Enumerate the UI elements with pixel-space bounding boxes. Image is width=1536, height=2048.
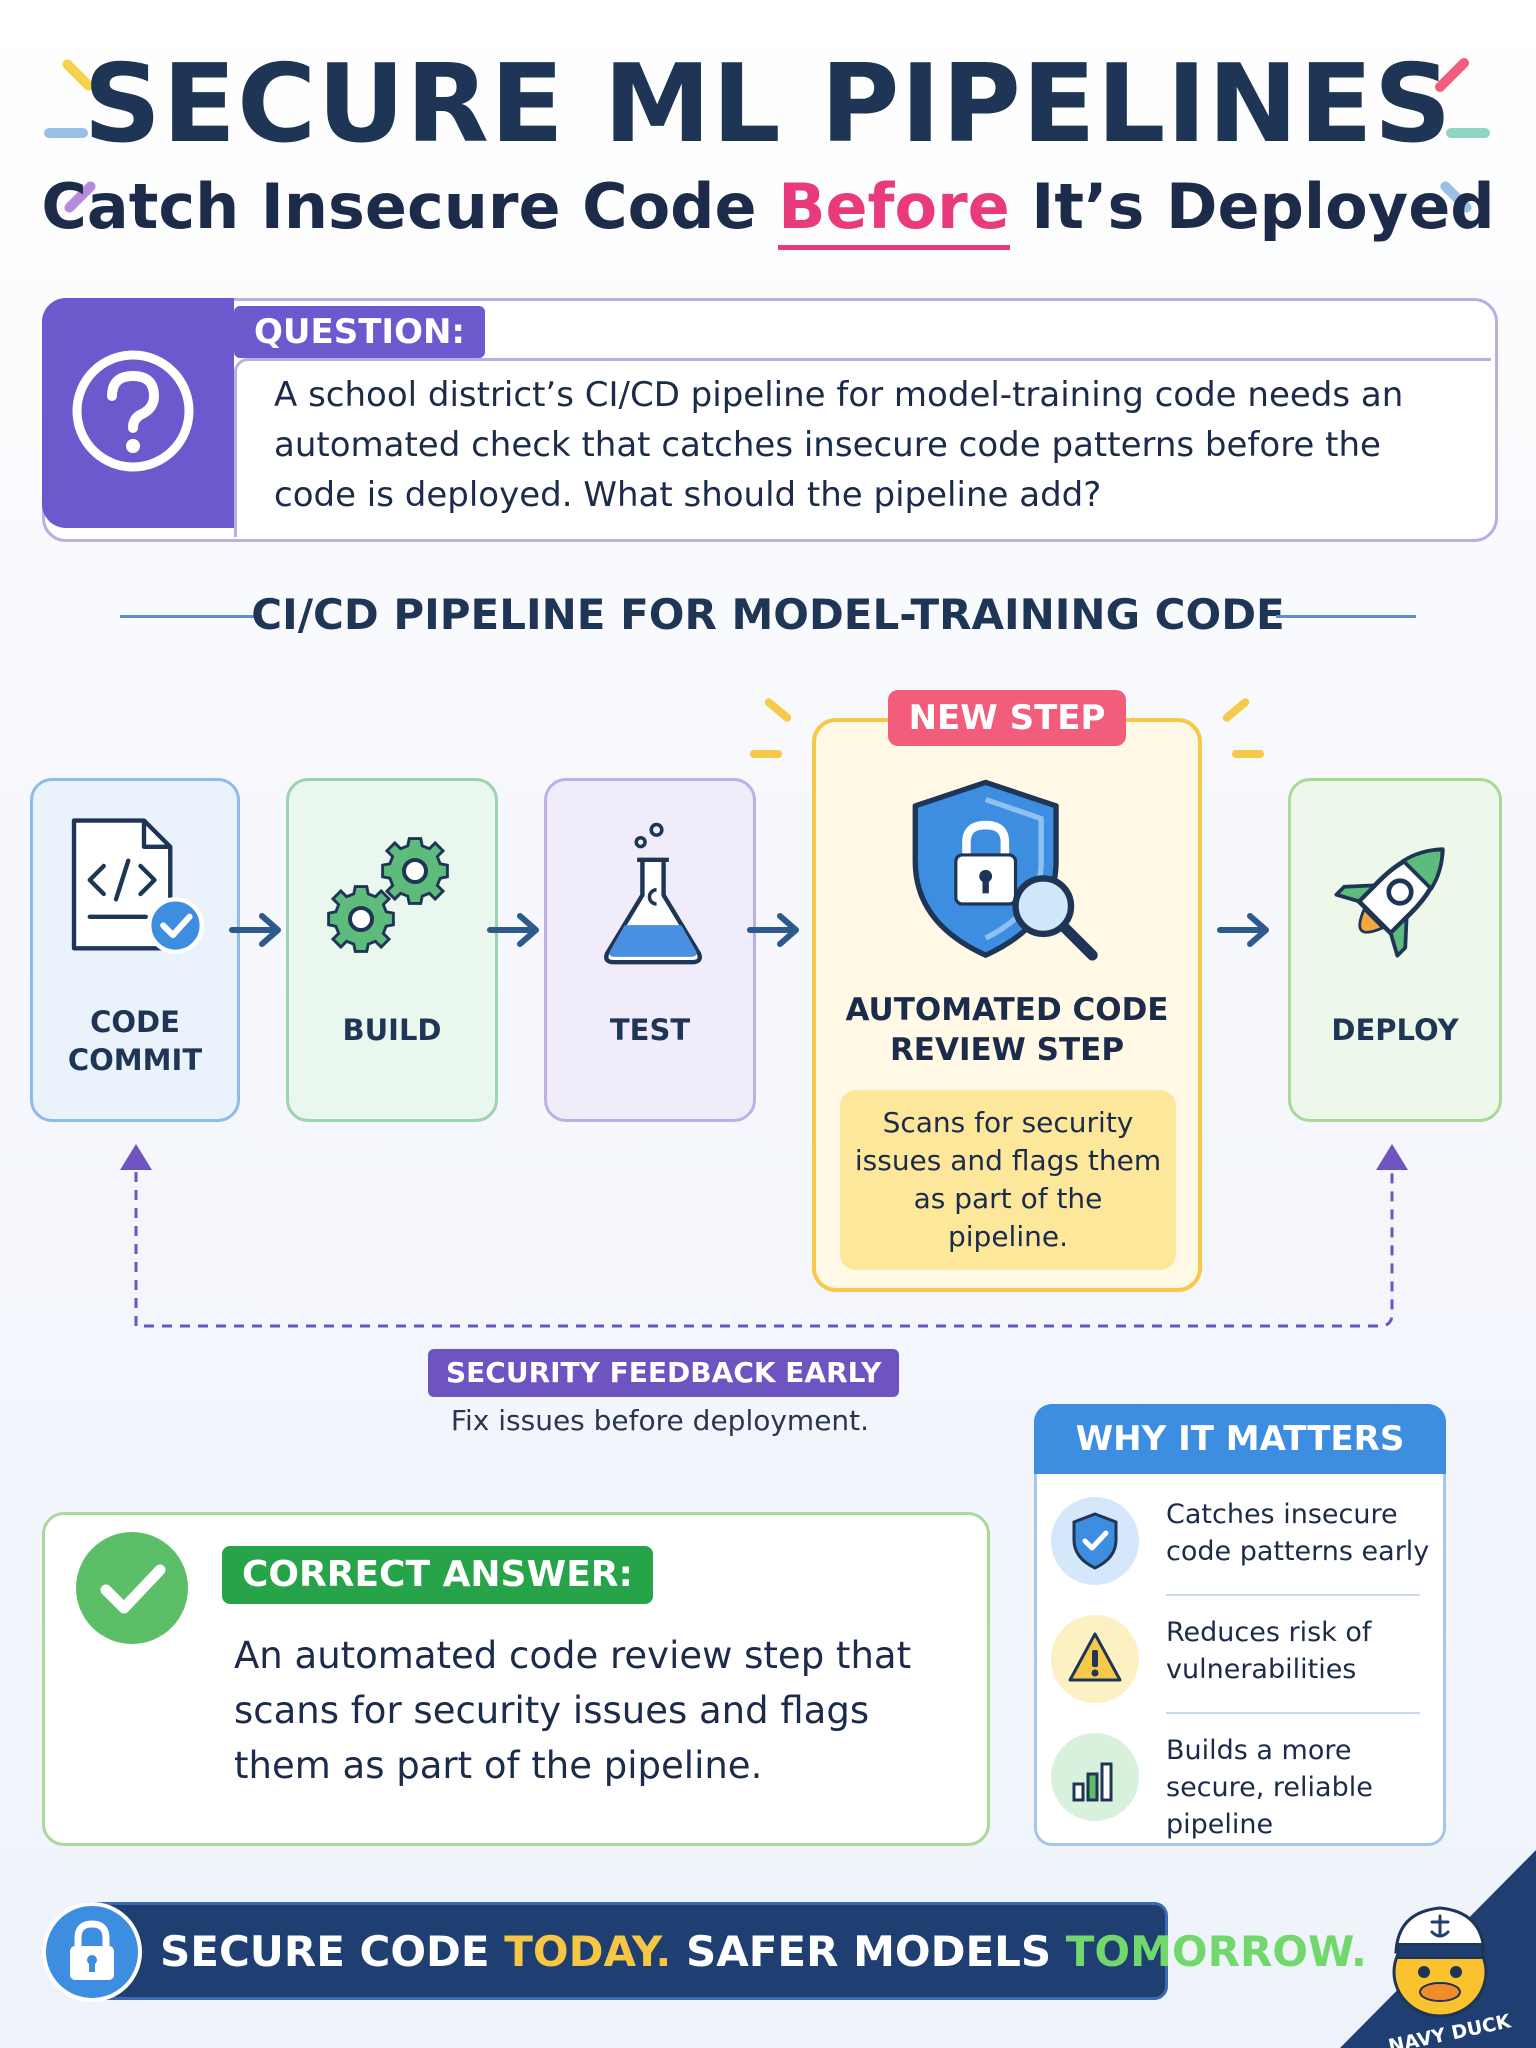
decor-dash [1446,128,1490,138]
question-inner-border [234,358,1491,537]
rocket-icon [1334,847,1445,958]
subtitle-part: It’s Deployed [1009,170,1495,243]
correct-answer-label: CORRECT ANSWER: [222,1546,653,1604]
stage-test: TEST [544,778,756,1122]
correct-answer-text: An automated code review step that scans… [234,1634,912,1787]
banner-part: SECURE CODE [160,1927,505,1976]
feedback-badge: SECURITY FEEDBACK EARLY [428,1349,900,1397]
why-item: Builds a more secure, reliable pipeline [1048,1718,1428,1840]
review-description-box [840,1090,1176,1270]
subtitle-part: Catch Insecure Code [41,170,779,243]
navy-duck-mascot: NAVY DUCK [1340,1850,1536,2048]
banner-highlight-today: TODAY. [504,1927,672,1976]
why-item-text: Builds a more secure, reliable pipeline [1166,1735,1373,1840]
flow-arrow [746,908,806,952]
banner-text: SECURE CODE TODAY. SAFER MODELS TOMORROW… [160,1926,1367,1978]
stage-code-commit: CODE COMMIT [30,778,240,1122]
sparkle-dash [763,696,793,724]
sparkle-dash [1232,750,1264,758]
banner-highlight-tomorrow: TOMORROW. [1065,1927,1367,1976]
stage-label: AUTOMATED CODE REVIEW STEP [845,992,1169,1068]
feedback-loop [120,1144,1408,1328]
bar-chart-icon [1051,1733,1139,1821]
sparkle-dash [1221,696,1251,724]
footer-banner [44,1902,1168,2000]
why-it-matters-heading: WHY IT MATTERS [1034,1404,1446,1474]
page-subtitle: Catch Insecure Code Before It’s Deployed [0,170,1536,250]
why-item-text: Reduces risk of vulnerabilities [1166,1617,1372,1685]
subtitle-highlight: Before [778,170,1010,250]
question-mark-icon [72,350,194,472]
flask-icon [604,822,702,965]
why-item: Reduces risk of vulnerabilities [1048,1600,1428,1710]
stage-build: BUILD [286,778,498,1122]
banner-part: SAFER MODELS [671,1927,1066,1976]
shield-lock-search-icon [912,779,1098,961]
stage-deploy: DEPLOY [1288,778,1502,1122]
shield-check-icon [1051,1497,1139,1585]
heading-rule-right [1276,615,1416,618]
why-divider [1166,1712,1420,1714]
lock-icon [42,1902,142,2002]
new-step-badge: NEW STEP [888,690,1126,746]
heading-rule-left [120,615,262,618]
code-file-icon [71,818,204,954]
question-label: QUESTION: [234,306,486,358]
stage-label: BUILD [342,1013,442,1047]
stage-label: DEPLOY [1331,1013,1459,1047]
page-title: SECURE ML PIPELINES [83,42,1453,167]
gears-icon [327,837,449,953]
review-description: Scans for security issues and flags them… [854,1106,1162,1253]
warning-icon [1051,1615,1139,1703]
stage-label: CODE COMMIT [67,1005,203,1077]
stage-label: TEST [609,1013,691,1047]
decor-dash [44,128,88,138]
pipeline-heading: CI/CD PIPELINE FOR MODEL-TRAINING CODE [251,590,1285,639]
why-divider [1166,1594,1420,1596]
sparkle-dash [750,750,782,758]
feedback-subtext: Fix issues before deployment. [450,1404,870,1437]
why-item: Catches insecure code patterns early [1048,1482,1429,1592]
flow-arrow [486,908,546,952]
why-item-text: Catches insecure code patterns early [1166,1499,1430,1567]
flow-arrow [228,908,288,952]
question-text: A school district’s CI/CD pipeline for m… [274,375,1404,515]
flow-arrow [1216,908,1276,952]
check-circle-icon [76,1532,188,1644]
